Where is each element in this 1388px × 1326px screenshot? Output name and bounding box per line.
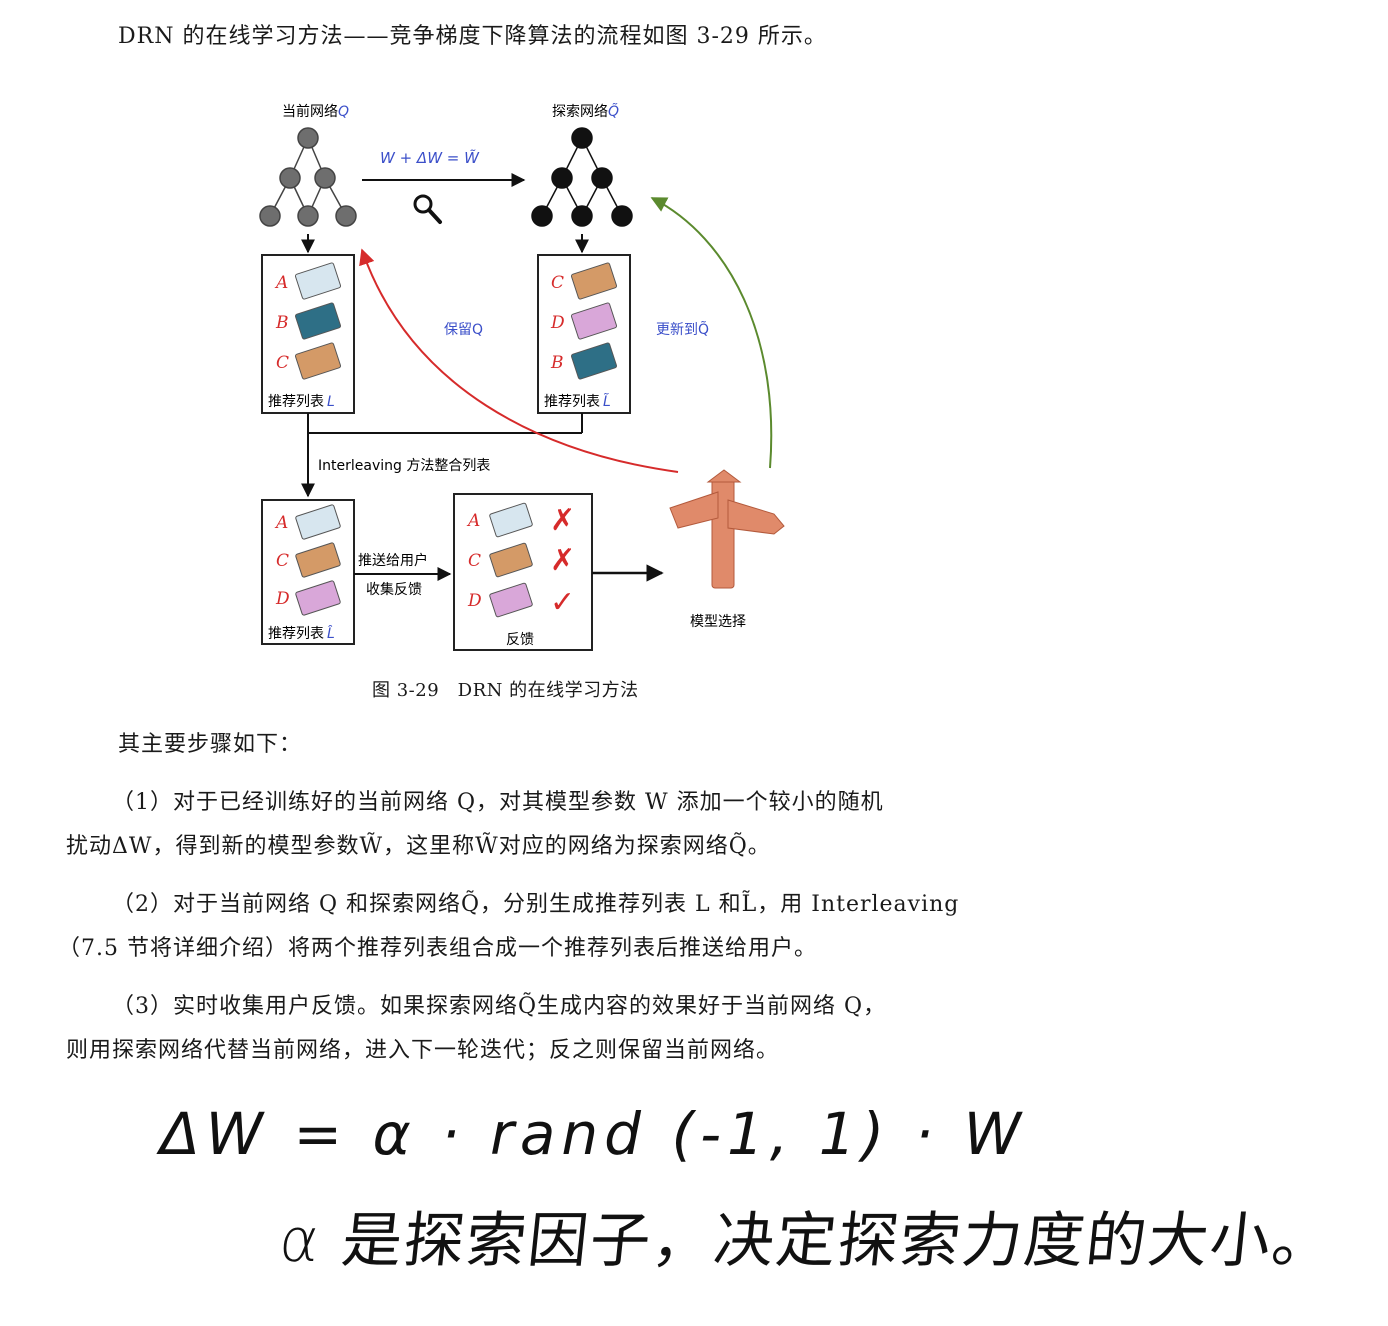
svg-text:B: B xyxy=(550,353,564,373)
news-icon xyxy=(489,502,533,618)
current-network-icon xyxy=(259,127,357,227)
keep-arrow xyxy=(359,248,679,473)
svg-text:A: A xyxy=(466,511,480,531)
svg-text:探索网络Q̃: 探索网络Q̃ xyxy=(552,103,619,120)
svg-text:当前网络Q: 当前网络Q xyxy=(282,103,349,120)
feedback-box: A C D ✗ ✗ ✓ 反馈 xyxy=(453,493,593,651)
handwritten-formula: ΔW = α · rand (-1, 1) · W xyxy=(160,1100,1027,1168)
svg-text:B: B xyxy=(275,313,289,333)
news-icon xyxy=(294,262,342,380)
cross-icon: ✗ xyxy=(550,543,575,578)
svg-text:C: C xyxy=(276,551,289,571)
steps-intro: 其主要步骤如下： xyxy=(118,732,303,757)
handwritten-note: α 是探索因子，决定探索力度的大小。 xyxy=(275,1206,1338,1276)
svg-text:C: C xyxy=(551,273,564,293)
model-select-label: 模型选择 xyxy=(690,614,746,630)
keep-label: 保留Q xyxy=(444,322,483,338)
current-net-title: 当前网络Q xyxy=(282,103,349,120)
step3-line1: （3）实时收集用户反馈。如果探索网络Q̃生成内容的效果好于当前网络 Q， xyxy=(112,994,887,1019)
svg-text:C: C xyxy=(276,353,289,373)
update-label: 更新到Q̃ xyxy=(656,321,709,338)
explore-network-icon xyxy=(531,127,633,227)
news-icon xyxy=(570,262,618,380)
cross-icon: ✗ xyxy=(550,503,575,538)
merge-lines xyxy=(301,413,583,498)
formula-label: W + ΔW = W̃ xyxy=(380,148,480,167)
step3-line2: 则用探索网络代替当前网络，进入下一轮迭代；反之则保留当前网络。 xyxy=(66,1038,780,1063)
svg-text:D: D xyxy=(467,591,482,611)
signpost-icon xyxy=(669,469,785,589)
step1-line1: （1）对于已经训练好的当前网络 Q，对其模型参数 W 添加一个较小的随机 xyxy=(112,790,884,815)
svg-text:反馈: 反馈 xyxy=(506,632,534,648)
news-icon xyxy=(295,504,341,616)
drn-figure: 当前网络Q 探索网络Q̃ W + ΔW = W̃ xyxy=(240,88,800,668)
step2-line2: （7.5 节将详细介绍）将两个推荐列表组合成一个推荐列表后推送给用户。 xyxy=(58,936,817,961)
check-icon: ✓ xyxy=(550,585,575,620)
svg-text:A: A xyxy=(274,513,288,533)
figure-caption: 图 3-29 DRN 的在线学习方法 xyxy=(372,680,639,701)
magnifier-icon xyxy=(413,194,442,224)
explore-net-title: 探索网络Q̃ xyxy=(552,103,619,120)
svg-text:A: A xyxy=(274,273,288,293)
push-label: 推送给用户 xyxy=(358,552,428,569)
svg-text:D: D xyxy=(275,589,290,609)
update-arrow xyxy=(650,197,773,469)
svg-text:D: D xyxy=(550,313,565,333)
step2-line1: （2）对于当前网络 Q 和探索网络Q̃，分别生成推荐列表 L 和L̃，用 Int… xyxy=(112,892,960,917)
interleave-label: Interleaving 方法整合列表 xyxy=(318,458,490,474)
svg-text:C: C xyxy=(468,551,481,571)
intro-text: DRN 的在线学习方法——竞争梯度下降算法的流程如图 3-29 所示。 xyxy=(118,24,827,49)
collect-label: 收集反馈 xyxy=(366,581,422,598)
drn-diagram: 当前网络Q 探索网络Q̃ W + ΔW = W̃ xyxy=(259,103,785,651)
step1-line2: 扰动ΔW，得到新的模型参数W̃，这里称W̃对应的网络为探索网络Q̃。 xyxy=(66,834,771,859)
